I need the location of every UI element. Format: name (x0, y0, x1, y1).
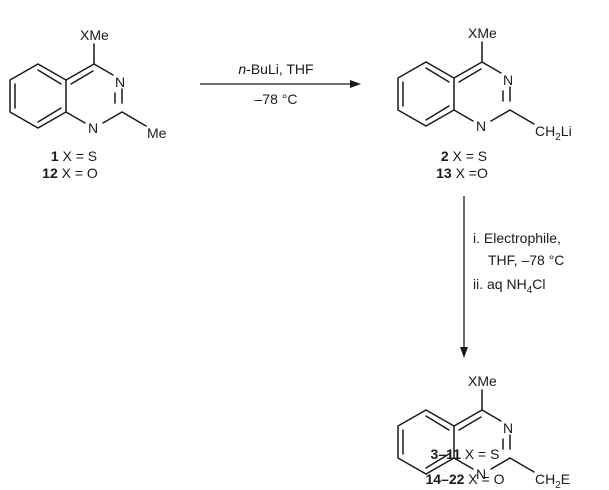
ring-bond (453, 61, 483, 79)
ring-nitrogen-label: N (88, 120, 98, 136)
ring-bond (490, 457, 511, 470)
ring-bond (102, 111, 123, 124)
ring-bond (453, 109, 474, 122)
xme-label: XMe (468, 373, 497, 389)
benzene-ring-bond (397, 61, 455, 127)
compound-label: 3–11 X = S (431, 446, 500, 462)
benzene-ring-bond (397, 409, 455, 475)
molecule-start: XMe N N Me 1 X = S 12 X = O (9, 27, 167, 181)
ring-bond (490, 109, 511, 122)
temperature-label: –78 °C (255, 91, 298, 107)
molecule-lithiated: XMe N N CH2Li 2 X = S 13 X =O (397, 25, 572, 181)
reagent-label: n-BuLi, THF (238, 61, 313, 77)
xme-label: XMe (468, 25, 497, 41)
condition-line-3: ii. aq NH4Cl (473, 276, 545, 296)
reaction-arrow-step2: i. Electrophile, THF, –78 °C ii. aq NH4C… (460, 196, 564, 358)
ring-double-bond (458, 68, 482, 83)
ring-nitrogen-label: N (476, 118, 486, 134)
molecule-product: XMe N N CH2E 3–11 X = S (397, 373, 570, 490)
methyl-bond (121, 111, 147, 127)
compound-label: 1 X = S (51, 148, 97, 164)
reaction-arrow-step1: n-BuLi, THF –78 °C (200, 61, 361, 107)
condition-line-2: THF, –78 °C (488, 252, 564, 268)
xme-label: XMe (80, 27, 109, 43)
benzene-double-bond (425, 453, 450, 469)
benzene-double-bond (425, 67, 450, 83)
compound-label: 13 X =O (436, 165, 488, 181)
benzene-double-bond (37, 107, 62, 123)
benzene-double-bond (37, 69, 62, 85)
arrow-head (350, 80, 361, 88)
ring-nitrogen-label: N (503, 420, 513, 436)
arrow-head (460, 347, 468, 358)
compound-label: 2 X = S (441, 148, 487, 164)
ch2li-bond (509, 109, 535, 125)
substituent-label: Me (147, 125, 167, 141)
ch2e-bond (509, 457, 535, 473)
benzene-ring-bond (9, 63, 67, 129)
benzene-double-bond (425, 105, 450, 121)
substituent-label: CH2Li (535, 123, 572, 143)
ring-bond (481, 61, 502, 74)
ring-bond (481, 409, 502, 422)
ring-nitrogen-label: N (503, 72, 513, 88)
ring-nitrogen-label: N (115, 74, 125, 90)
ring-double-bond (458, 416, 482, 431)
ring-bond (65, 63, 95, 81)
ring-bond (453, 457, 474, 470)
substituent-label: CH2E (535, 471, 570, 490)
ring-double-bond (70, 70, 94, 85)
benzene-double-bond (425, 415, 450, 431)
ring-bond (453, 409, 483, 427)
ring-nitrogen-label: N (476, 466, 486, 482)
condition-line-1: i. Electrophile, (473, 230, 561, 246)
ring-bond (65, 111, 86, 124)
ring-bond (93, 63, 114, 76)
compound-label: 12 X = O (42, 165, 98, 181)
compound-label: 14–22 X = O (425, 471, 504, 487)
